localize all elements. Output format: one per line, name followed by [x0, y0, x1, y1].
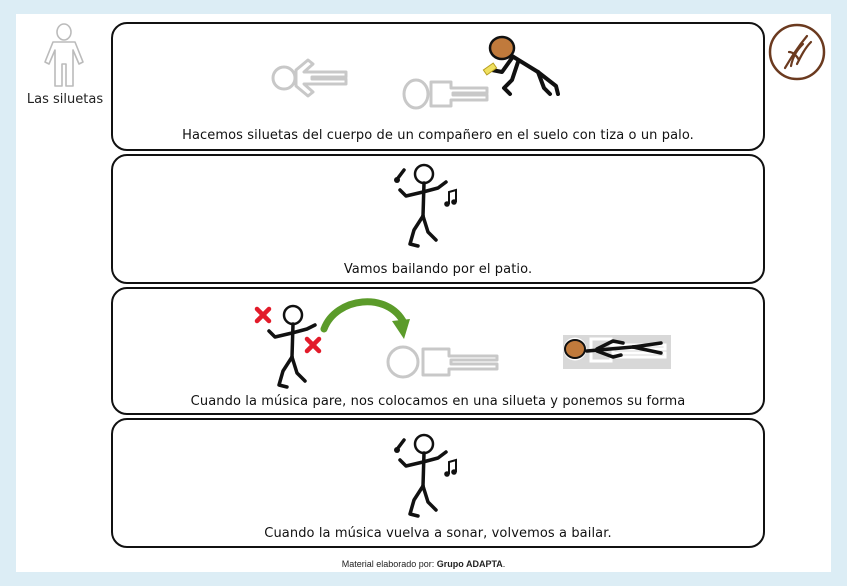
step-panel-3: Cuando la música pare, nos colocamos en …	[111, 287, 765, 415]
step-caption-1: Hacemos siluetas del cuerpo de un compañ…	[182, 128, 694, 143]
step-panel-4: Cuando la música vuelva a sonar, volvemo…	[111, 418, 765, 548]
silhouette-outline-icon	[402, 78, 489, 110]
dancing-person-with-music-icon	[394, 163, 457, 248]
footer: Material elaborado por: Grupo ADAPTA.	[0, 559, 847, 569]
footer-suffix: .	[502, 559, 506, 569]
music-stops-icon	[254, 304, 322, 389]
green-arrow-icon	[320, 298, 410, 339]
step-caption-3: Cuando la música pare, nos colocamos en …	[190, 394, 686, 409]
outline-person-icon	[44, 23, 84, 87]
person-drawing-with-chalk-icon	[482, 35, 560, 96]
adapta-logo-icon	[768, 23, 826, 81]
dancing-person-with-music-icon	[394, 433, 457, 518]
footer-author: Grupo ADAPTA	[436, 559, 503, 569]
page-title: Las siluetas	[26, 92, 104, 107]
step-caption-2: Vamos bailando por el patio.	[343, 262, 533, 277]
footer-prefix: Material elaborado por:	[341, 559, 435, 569]
step-panel-1: Hacemos siluetas del cuerpo de un compañ…	[111, 22, 765, 151]
person-lying-in-silhouette-icon	[563, 335, 671, 369]
silhouette-outline-icon	[386, 345, 499, 379]
step-caption-4: Cuando la música vuelva a sonar, volvemo…	[264, 526, 612, 541]
silhouette-outline-icon	[271, 58, 348, 98]
step-panel-2: Vamos bailando por el patio.	[111, 154, 765, 284]
